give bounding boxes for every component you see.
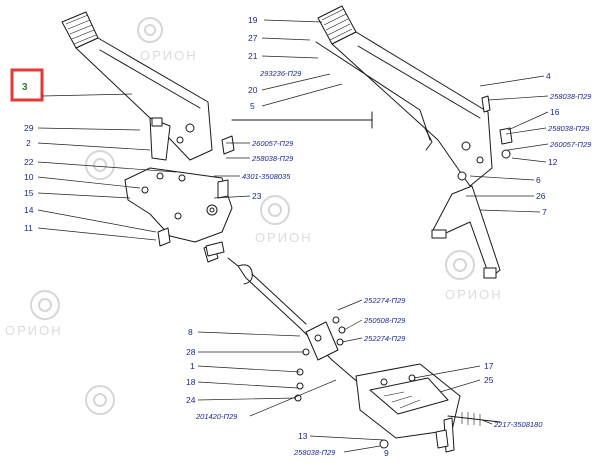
callout-2217[interactable]: 2217-3508180 <box>493 420 543 429</box>
callout-27[interactable]: 27 <box>248 33 258 43</box>
callout-252274-b[interactable]: 252274-П29 <box>363 334 406 343</box>
highlight-number: 3 <box>22 82 28 93</box>
watermark-logo <box>85 385 115 415</box>
callout-24[interactable]: 24 <box>186 395 196 405</box>
right-lever-arm <box>331 31 493 187</box>
watermark-logo: ОРИОН <box>5 290 63 338</box>
callout-17[interactable]: 17 <box>484 361 494 371</box>
left-pawl <box>149 117 171 161</box>
callout-10[interactable]: 10 <box>24 172 34 182</box>
cable-bracket <box>305 321 339 361</box>
callout-260057-right[interactable]: 260057-П29 <box>549 140 592 149</box>
left-lever-assembly <box>61 11 235 263</box>
callout-28[interactable]: 28 <box>186 347 196 357</box>
callout-258038-right-b[interactable]: 258038-П29 <box>547 124 590 133</box>
callout-7[interactable]: 7 <box>542 207 547 217</box>
watermark-text: ОРИОН <box>5 323 63 338</box>
cable-sheath <box>245 277 301 329</box>
callout-29[interactable]: 29 <box>24 123 34 133</box>
watermark-logo: ОРИОН <box>255 195 313 245</box>
callout-labels: 29 2 22 10 15 14 11 19 27 21 293236-П29 … <box>24 15 592 458</box>
callout-293236[interactable]: 293236-П29 <box>259 69 302 78</box>
watermark-logo: ОРИОН <box>137 17 198 63</box>
callout-6[interactable]: 6 <box>536 175 541 185</box>
callout-25[interactable]: 25 <box>484 375 494 385</box>
callout-14[interactable]: 14 <box>24 205 34 215</box>
callout-1[interactable]: 1 <box>190 361 195 371</box>
highlight-frame <box>10 68 44 102</box>
callout-23[interactable]: 23 <box>252 191 262 201</box>
callout-4[interactable]: 4 <box>546 71 551 81</box>
section-line <box>231 111 373 129</box>
callout-250508[interactable]: 250508-П29 <box>363 316 406 325</box>
watermark-text: ОРИОН <box>140 48 198 63</box>
callout-258038-right-a[interactable]: 258038-П29 <box>549 92 592 101</box>
callout-8[interactable]: 8 <box>188 327 193 337</box>
callout-26[interactable]: 26 <box>536 191 546 201</box>
callout-5[interactable]: 5 <box>250 101 255 111</box>
callout-18[interactable]: 18 <box>186 377 196 387</box>
highlight-callout-3[interactable]: 3 <box>10 68 44 102</box>
callout-13[interactable]: 13 <box>298 431 308 441</box>
callout-9[interactable]: 9 <box>384 448 389 458</box>
callout-22[interactable]: 22 <box>24 157 34 167</box>
callout-21[interactable]: 21 <box>248 51 258 61</box>
callout-19[interactable]: 19 <box>248 15 258 25</box>
right-lever-assembly <box>315 5 513 279</box>
callout-260057-left[interactable]: 260057-П29 <box>251 139 294 148</box>
watermark-text: ОРИОН <box>255 230 313 245</box>
callout-258038-left[interactable]: 258038-П29 <box>251 154 294 163</box>
callout-11[interactable]: 11 <box>24 223 33 233</box>
callout-258038-bottom[interactable]: 258038-П29 <box>293 448 336 457</box>
left-sector-plate <box>124 167 233 243</box>
watermark-group: ОРИОН ОРИОН ОРИОН ОРИОН <box>5 17 503 415</box>
callout-12[interactable]: 12 <box>548 157 558 167</box>
callout-20[interactable]: 20 <box>248 85 258 95</box>
callout-201420[interactable]: 201420-П29 <box>195 412 238 421</box>
callout-4301[interactable]: 4301-3508035 <box>242 172 291 181</box>
leader-lines <box>37 19 549 453</box>
watermark-text: ОРИОН <box>445 287 503 302</box>
callout-252274-a[interactable]: 252274-П29 <box>363 296 406 305</box>
callout-15[interactable]: 15 <box>24 188 34 198</box>
watermark-logo <box>85 150 115 180</box>
callout-16[interactable]: 16 <box>550 107 560 117</box>
cable-assembly <box>205 241 501 453</box>
right-rod <box>315 41 431 141</box>
watermark-logo: ОРИОН <box>445 250 503 302</box>
callout-2[interactable]: 2 <box>26 138 31 148</box>
